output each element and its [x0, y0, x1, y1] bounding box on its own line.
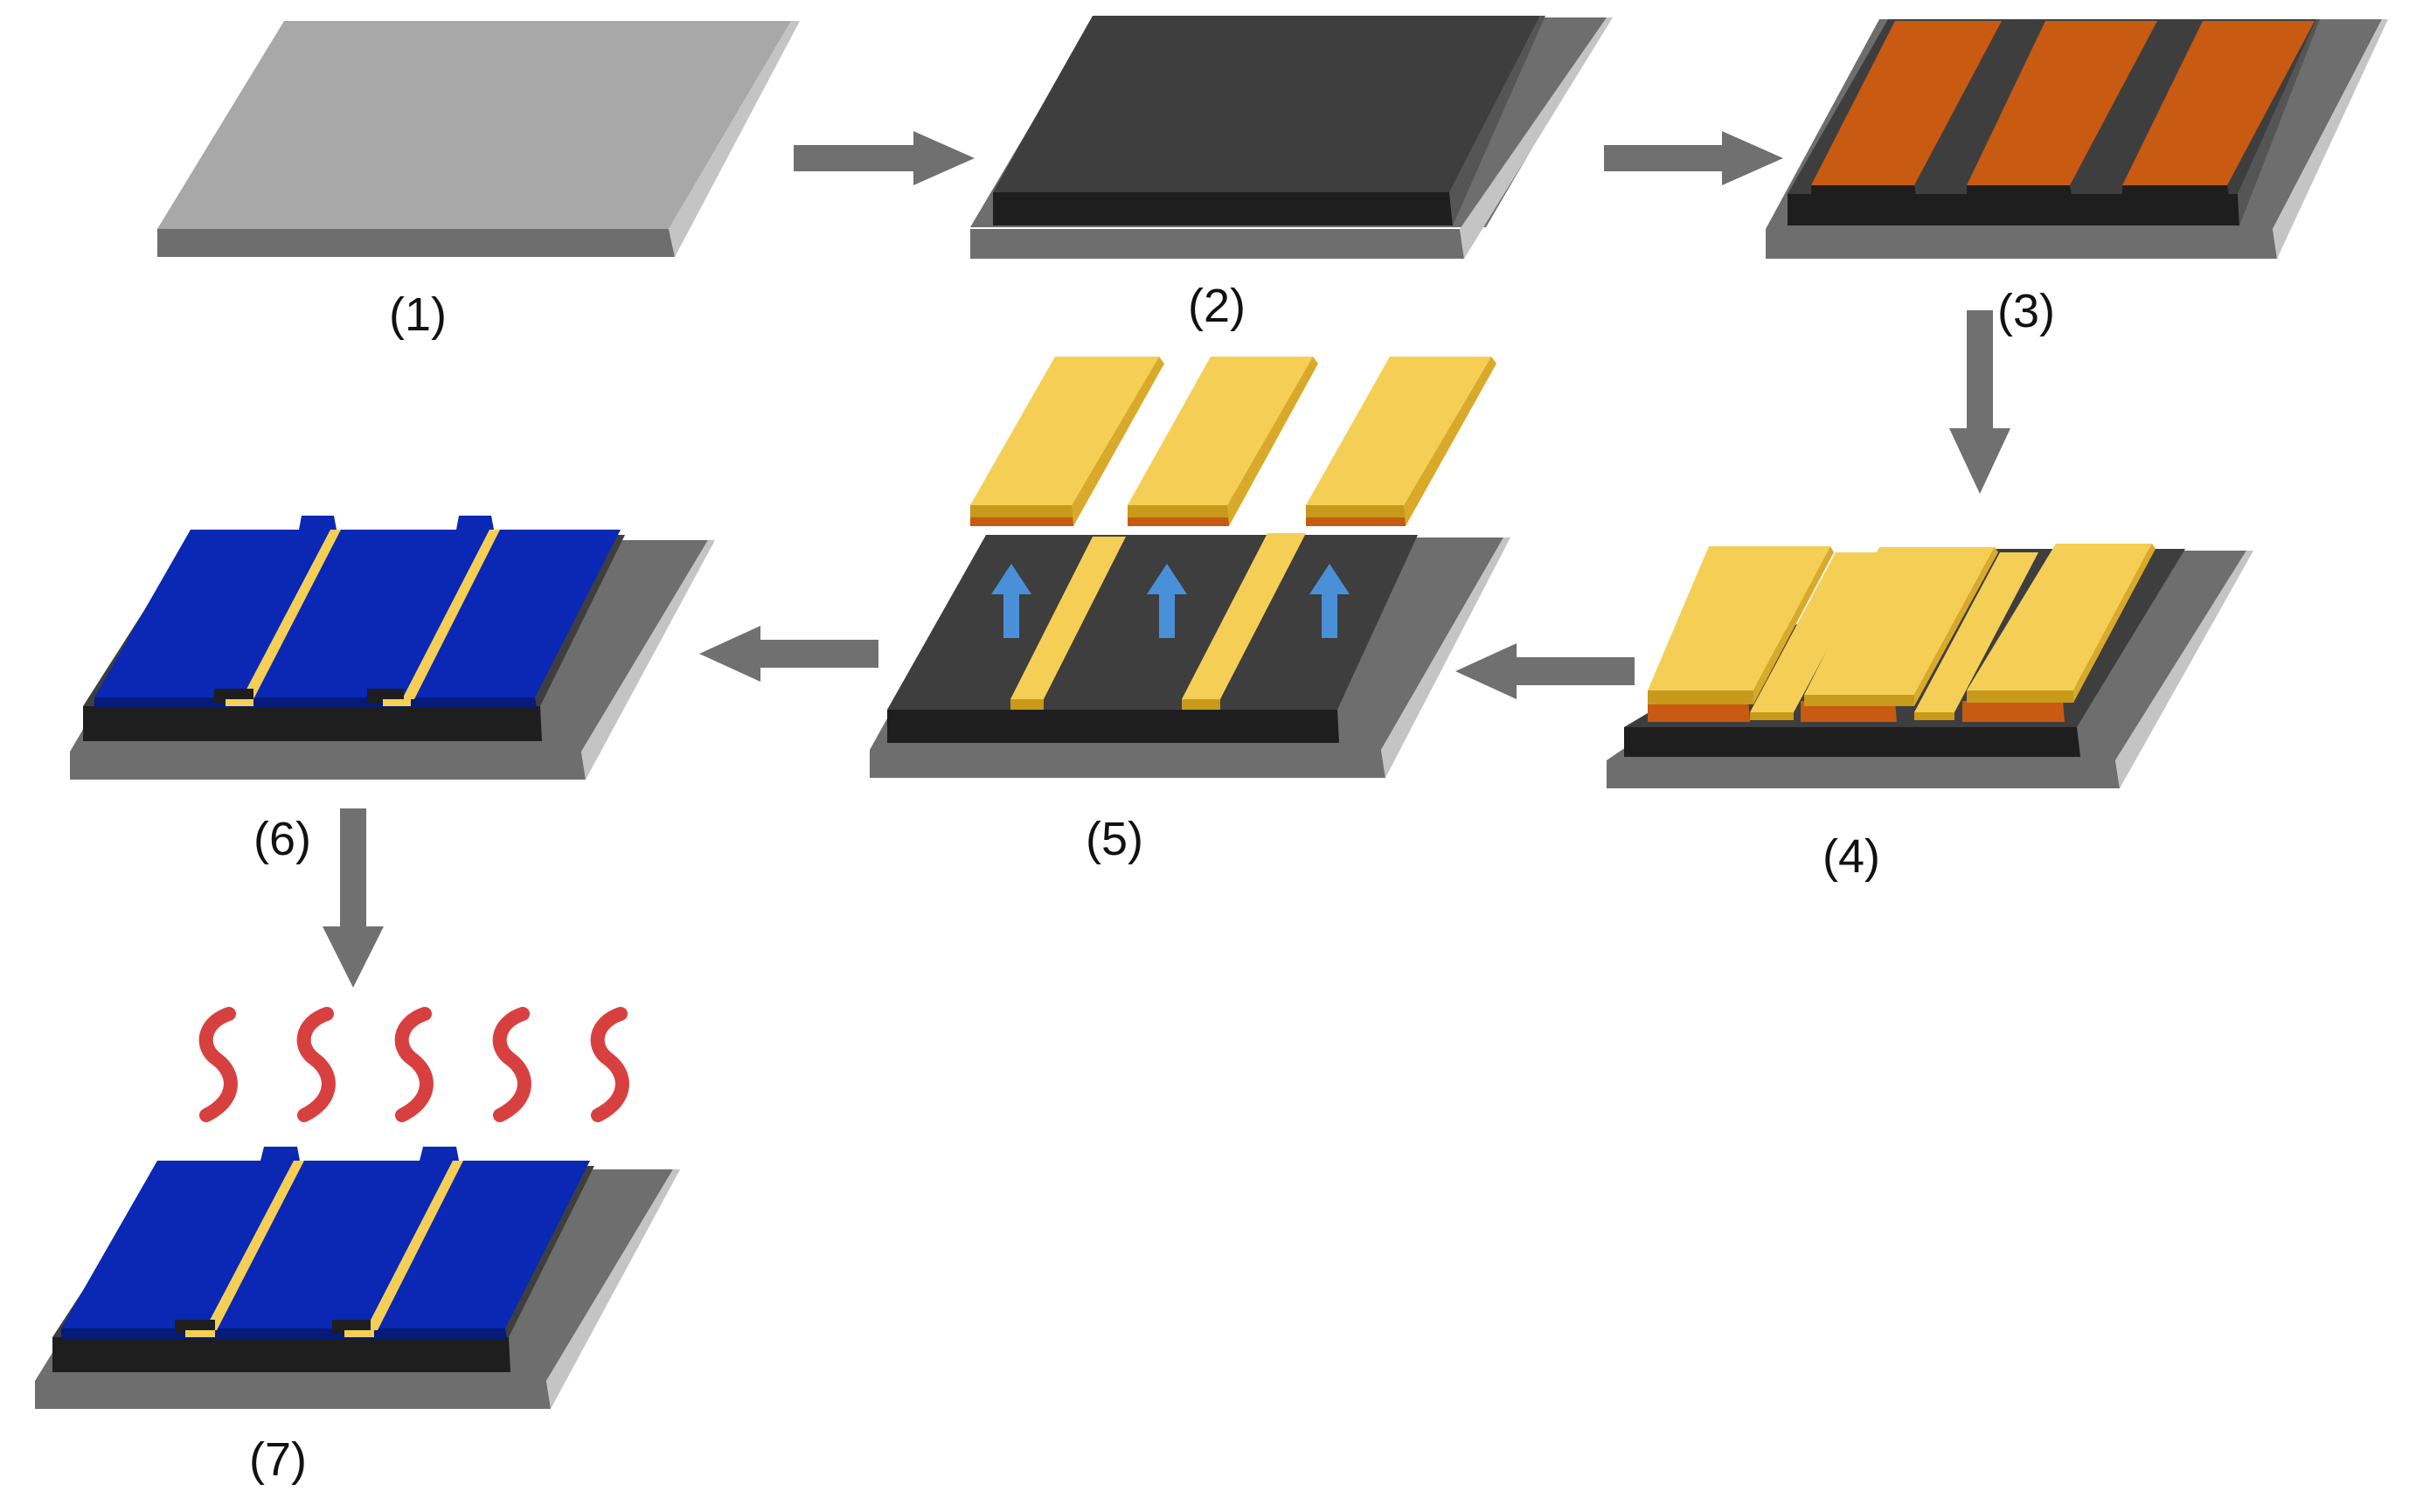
step-5-lift-off [870, 357, 1510, 778]
gold-line-remaining [1010, 537, 1126, 710]
process-arrow-left-1 [1455, 643, 1635, 699]
gold-seam [332, 1161, 463, 1337]
process-arrow-left-2 [699, 626, 878, 682]
step-label-4: (4) [1822, 830, 1880, 883]
process-arrow-right-2 [1604, 131, 1783, 185]
gold-seam [175, 1161, 304, 1337]
step-2-dark-layer [970, 16, 1613, 259]
step-label-6: (6) [253, 813, 311, 865]
copper-stripe [1811, 21, 2002, 196]
heat-wave-icon [296, 1007, 336, 1122]
gold-block [1804, 547, 1998, 706]
step-3-copper-stripes [1766, 19, 2388, 259]
lift-arrow-icon [991, 564, 1031, 638]
step-1-substrate [157, 21, 800, 257]
gold-seam [367, 530, 500, 706]
step-label-5: (5) [1086, 813, 1143, 865]
process-arrow-down-1 [1949, 310, 2010, 494]
heat-wave-icon [394, 1007, 434, 1122]
heat-wave-icon-group [198, 1007, 629, 1122]
step-6-blue-coating [70, 516, 715, 780]
gold-block [1648, 546, 1834, 704]
step-label-1: (1) [389, 288, 447, 341]
copper-stripe [1967, 21, 2157, 196]
step-label-2: (2) [1188, 280, 1246, 332]
step-label-7: (7) [249, 1433, 307, 1486]
step-4-gold-deposition [1607, 544, 2253, 788]
gold-block-lifted [1306, 357, 1496, 526]
process-arrow-down-2 [323, 808, 384, 988]
gold-block [1967, 544, 2156, 703]
gold-block [1750, 552, 1879, 720]
lift-arrow-icon [1147, 564, 1187, 638]
gold-block-lifted [970, 357, 1164, 526]
gold-block-lifted [1128, 357, 1318, 526]
step-label-3: (3) [1997, 285, 2055, 337]
gold-line-remaining [1182, 533, 1306, 710]
heat-wave-icon [198, 1007, 238, 1122]
step-7-annealed-device [35, 1147, 680, 1409]
process-arrow-right-1 [794, 131, 975, 185]
lift-arrow-icon [1309, 564, 1350, 638]
heat-wave-icon [590, 1007, 629, 1122]
copper-stripe [2122, 21, 2315, 196]
gold-seam [214, 530, 341, 706]
heat-wave-icon [492, 1007, 531, 1122]
gold-block [1914, 552, 2038, 720]
